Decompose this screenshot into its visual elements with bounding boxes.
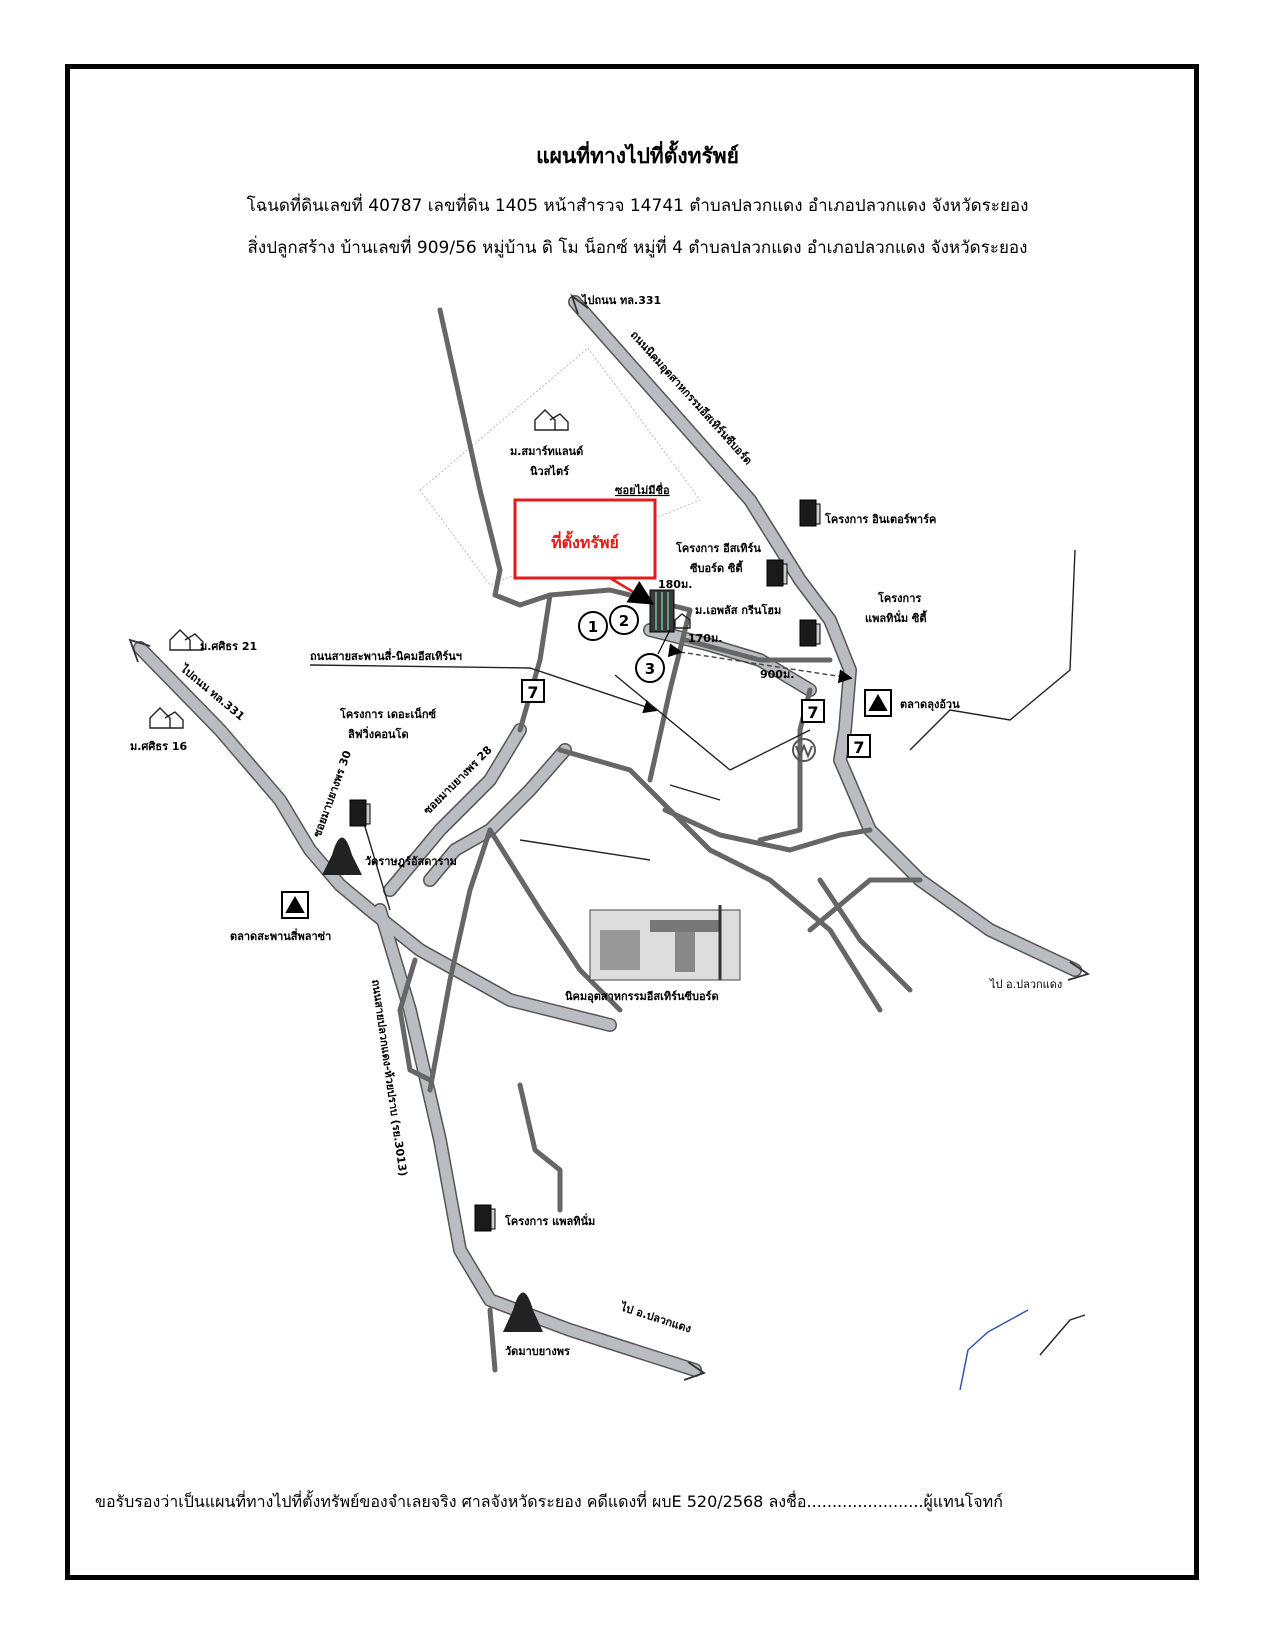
label-soi-no-name: ซอยไม่มีชื่อ: [615, 482, 670, 497]
label-sasiri-21: ม.ศศิธร 21: [200, 640, 257, 653]
deed-info: โฉนดที่ดินเลขที่ 40787 เลขที่ดิน 1405 หน…: [246, 196, 1029, 216]
house-icons: [149, 409, 691, 729]
signature-mark: [959, 1309, 1029, 1391]
site-label: ที่ตั้งทรัพย์: [551, 530, 619, 552]
label-platinum-city-1: โครงการ: [877, 591, 921, 605]
estate-photo: [589, 905, 741, 981]
distance-line: [667, 643, 853, 684]
page-border: [65, 64, 1199, 1580]
label-smart-land: ม.สมาร์ทแลนด์: [510, 445, 583, 458]
label-eastern-seaboard-road: ถนนนิคมอุตสาหกรรมอีสเทิร์นซีบอร์ด: [627, 328, 755, 468]
label-smart-land-2: นิวสไตร์: [530, 464, 569, 478]
label-to-pluak-bottom: ไป อ.ปลวกแดง: [617, 1299, 693, 1336]
label-soi-30: ซอยมาบยางพร 30: [311, 749, 355, 839]
label-platinum-city-2: แพลทินั่ม ซิตี้: [865, 610, 928, 625]
label-to-331-top: ไปถนน ทล.331: [580, 293, 661, 307]
label-market-saphan: ตลาดสะพานสี่พลาซ่า: [230, 928, 331, 943]
label-saphan-road: ถนนสายสะพานสี่-นิคมอีสเทิร์นฯ: [310, 648, 462, 663]
site-marker: [513, 498, 675, 633]
plot-number-1: 1: [588, 618, 598, 636]
seven-eleven-icon: 7: [807, 703, 818, 722]
road-end-arrows: [128, 293, 1091, 1381]
label-inter-park: โครงการ อินเตอร์พาร์ค: [824, 512, 936, 526]
label-industrial-estate: นิคมอุตสาหกรรมอีสเทิร์นซีบอร์ด: [565, 990, 719, 1004]
plot-number-labels: 1 2 3: [588, 612, 655, 678]
thin-lines: [309, 549, 1086, 1356]
label-eastern-city-1: โครงการ อีสเทิร์น: [675, 541, 761, 555]
label-the-next-2: ลิฟวิ่งคอนโด: [348, 726, 409, 741]
secondary-roads: [397, 307, 923, 1373]
building-info: สิ่งปลูกสร้าง บ้านเลขที่ 909/56 หมู่บ้าน…: [247, 238, 1028, 258]
label-platinum: โครงการ แพลทินั่ม: [504, 1213, 595, 1228]
plot-number-2: 2: [619, 612, 629, 630]
store-icons: 7 7 7: [521, 679, 871, 758]
label-180m: 180ม.: [658, 578, 692, 591]
label-wat-rat: วัดราษฎร์อัสดาราม: [365, 855, 457, 868]
certification-statement: ขอรับรองว่าเป็นแผนที่ทางไปที่ตั้งทรัพย์ข…: [95, 1492, 1003, 1511]
label-eastern-city-2: ซีบอร์ด ซิตี้: [690, 560, 744, 575]
page-title: แผนที่ทางไปที่ตั้งทรัพย์: [536, 144, 739, 168]
label-sasiri-16: ม.ศศิธร 16: [130, 740, 188, 753]
map-labels: ไปถนน ทล.331 ถนนนิคมอุตสาหกรรมอีสเทิร์นซ…: [130, 293, 1062, 1358]
market-icons: [281, 689, 892, 919]
label-market-lung: ตลาดลุงอ้วน: [900, 698, 960, 712]
temple-icons: [322, 837, 543, 1332]
label-wat-mab: วัดมาบยางพร: [505, 1345, 570, 1358]
plot-numbers: [578, 605, 665, 683]
building-icons: [349, 499, 821, 1232]
label-to-pluak-right: ไป อ.ปลวกแดง: [989, 978, 1062, 991]
plot-outline: [419, 347, 701, 586]
label-aplus-green-home: ม.เอพลัส กรีนโฮม: [695, 603, 781, 617]
seven-eleven-icon: 7: [853, 738, 864, 757]
seven-eleven-icon: 7: [527, 683, 538, 702]
bank-icon: [792, 738, 816, 762]
plot-number-3: 3: [645, 660, 655, 678]
main-roads: [133, 295, 1082, 1377]
location-map: 7 7 7 ไปถนน ทล.331 ถนนนิคมอุตสาหกรรมอีสเ…: [128, 293, 1091, 1391]
label-the-next-1: โครงการ เดอะเน็กซ์: [339, 707, 436, 721]
label-900m: 900ม.: [760, 668, 794, 681]
label-170m: 170ม.: [688, 632, 722, 645]
